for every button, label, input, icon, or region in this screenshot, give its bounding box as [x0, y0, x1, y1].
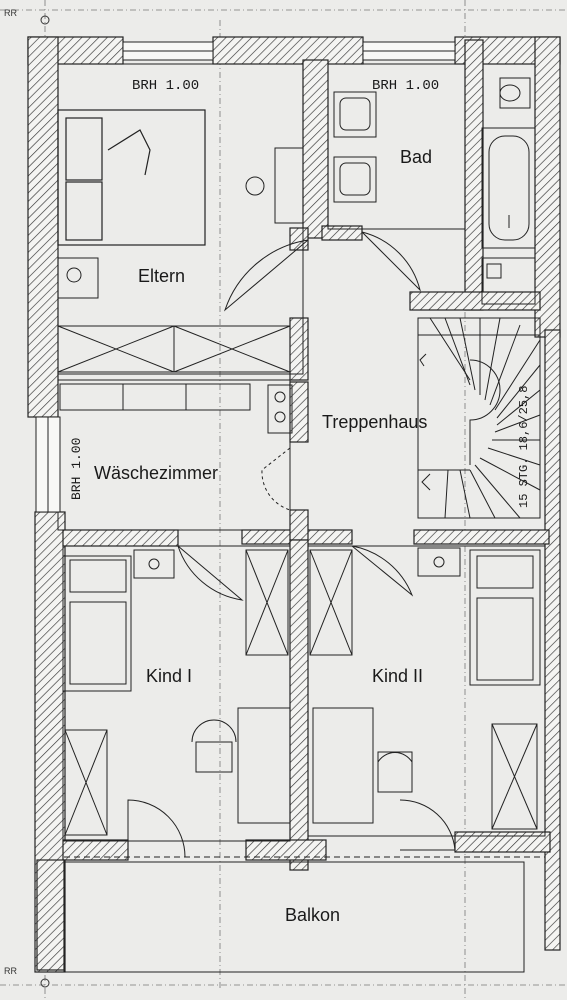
window-height-waesche: BRH 1.00 — [69, 438, 84, 500]
wardrobe-kind2-side — [491, 723, 538, 830]
stair-note: 15 STG. 18,6/25,8 — [517, 386, 531, 508]
staircase — [417, 317, 541, 519]
nightstand — [57, 257, 99, 299]
walls — [27, 36, 561, 973]
shower — [481, 257, 536, 305]
room-label-eltern: Eltern — [138, 266, 185, 286]
bed-kind2 — [469, 549, 541, 686]
bed-kind1 — [62, 555, 132, 692]
desk-kind2 — [312, 707, 413, 824]
section-mark-top-label: RR — [4, 8, 17, 18]
desk-kind1 — [191, 707, 291, 824]
room-label-kind2: Kind II — [372, 666, 423, 686]
washbasin-1 — [333, 91, 377, 138]
room-label-treppenhaus: Treppenhaus — [322, 412, 427, 432]
radiator-kind1 — [133, 549, 175, 579]
window-height-bad: BRH 1.00 — [372, 78, 439, 94]
wardrobe-eltern — [57, 325, 291, 373]
section-marker-bottom: RR — [4, 966, 50, 988]
toilet — [499, 77, 531, 109]
windows — [35, 41, 456, 513]
wardrobe-kind1 — [245, 549, 289, 656]
doors — [127, 231, 456, 858]
wardrobe-kind1-side — [64, 729, 108, 836]
washbasin-2 — [333, 156, 377, 203]
section-marker-top: RR — [4, 8, 50, 25]
dresser — [245, 147, 304, 224]
laundry-shelf — [59, 383, 251, 411]
radiator-kind2 — [417, 547, 461, 577]
room-label-balkon: Balkon — [285, 905, 340, 925]
window-height-eltern: BRH 1.00 — [132, 78, 199, 94]
double-bed — [57, 109, 206, 246]
room-label-kind1: Kind I — [146, 666, 192, 686]
room-label-waeschezimmer: Wäschezimmer — [94, 463, 218, 483]
bathtub — [481, 127, 536, 249]
washing-machine — [267, 384, 293, 434]
section-mark-bottom-label: RR — [4, 966, 17, 976]
wardrobe-kind2 — [309, 549, 353, 656]
room-label-bad: Bad — [400, 147, 432, 167]
